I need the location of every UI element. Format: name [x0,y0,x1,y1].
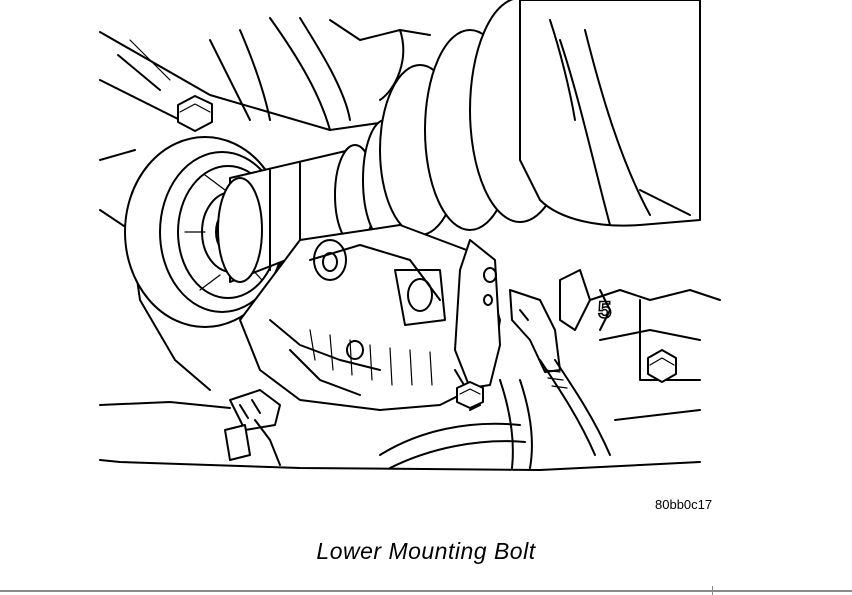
figure-caption: Lower Mounting Bolt [316,538,536,564]
right-side-bracket: 5 [589,289,721,421]
lower-hoses [379,379,533,469]
bottom-divider-tick [712,586,713,595]
svg-text:5: 5 [598,297,611,324]
cv-boot [379,0,701,236]
wrench-tool [509,269,611,456]
electrical-connector [224,389,281,466]
bottom-divider [0,590,852,592]
figure-code: 80bb0c17 [655,497,713,512]
lower-mounting-bolt [456,381,484,409]
right-bolt [647,349,677,383]
upper-bolt [177,95,213,132]
engine-block-outline [99,17,701,471]
